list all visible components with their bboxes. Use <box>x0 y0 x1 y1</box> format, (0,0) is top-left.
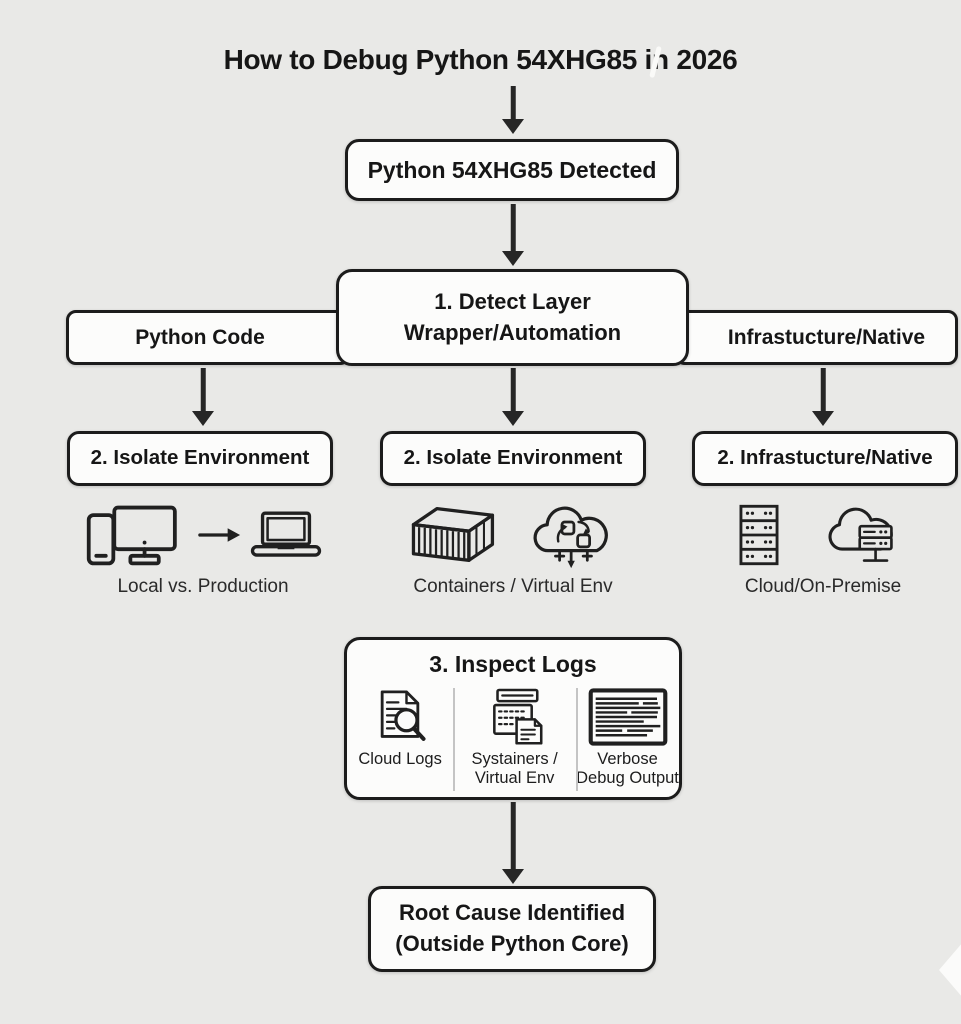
caption-cloud-onpremise: Cloud/On-Premise <box>744 576 902 597</box>
node-detected-label: Python 54XHG85 Detected <box>367 156 657 183</box>
inspect-logs-title: 3. Inspect Logs <box>429 651 597 677</box>
icon-group-local-vs-production <box>86 500 322 570</box>
cloud-sync-icon <box>525 497 621 571</box>
node-root-cause-line1: Root Cause Identified <box>398 900 626 926</box>
container-icon <box>405 500 499 568</box>
node-infrastructure-native-step2-label: 2. Infrastucture/Native <box>717 446 933 470</box>
node-python-code-label: Python Code <box>135 325 265 349</box>
phone-monitor-icon <box>84 503 190 567</box>
server-rack-icon <box>734 503 784 567</box>
icon-group-containers-virtualenv <box>398 498 628 570</box>
node-isolate-env-mid-label: 2. Isolate Environment <box>403 446 623 470</box>
node-detect-layer-line1: 1. Detect Layer <box>434 288 591 314</box>
node-detect-layer: 1. Detect Layer Wrapper/Automation <box>336 269 689 366</box>
inspect-col-systainers: Systainers / Virtual Env <box>453 684 576 797</box>
inspect-col1-caption: Cloud Logs <box>358 750 442 769</box>
inspect-col-cloud-logs: Cloud Logs <box>347 684 453 797</box>
node-inspect-logs: 3. Inspect Logs Cloud Logs <box>344 637 682 800</box>
node-python-code: Python Code <box>66 310 350 365</box>
caption-local-vs-production: Local vs. Production <box>117 576 289 597</box>
inspect-logs-columns: Cloud Logs Systainers / Virtual Env <box>347 684 679 797</box>
node-infrastructure-native-label: Infrastucture/Native <box>727 325 926 349</box>
node-infrastructure-native-step2: 2. Infrastucture/Native <box>692 431 958 486</box>
inspect-col3-caption-line1: Verbose <box>597 750 658 769</box>
page-title: How to Debug Python 54XHG85 in 2026 <box>223 44 738 75</box>
node-isolate-env-left: 2. Isolate Environment <box>67 431 333 486</box>
cloud-server-icon <box>818 498 912 572</box>
arrow-down-detected-to-detect-layer <box>501 204 525 266</box>
node-root-cause-line2: (Outside Python Core) <box>395 931 629 956</box>
node-isolate-env-left-label: 2. Isolate Environment <box>90 446 310 470</box>
node-isolate-env-mid: 2. Isolate Environment <box>380 431 646 486</box>
laptop-icon <box>250 510 322 560</box>
inspect-col2-caption-line2: Virtual Env <box>474 769 555 788</box>
node-root-cause: Root Cause Identified (Outside Python Co… <box>368 886 656 972</box>
arrow-down-title-to-detected <box>501 86 525 134</box>
inspect-col-verbose-debug: Verbose Debug Output <box>576 684 679 797</box>
arrow-down-mid-branch <box>501 368 525 426</box>
node-infrastructure-native: Infrastucture/Native <box>675 310 958 365</box>
arrow-right-icon <box>198 524 242 546</box>
arrow-down-left-branch <box>191 368 215 426</box>
arrow-down-right-branch <box>811 368 835 426</box>
column-divider <box>453 688 456 791</box>
caption-containers-virtualenv: Containers / Virtual Env <box>413 576 613 597</box>
inspect-col2-caption-line1: Systainers / <box>471 750 558 769</box>
corner-chevron-artifact <box>939 942 961 998</box>
node-detected: Python 54XHG85 Detected <box>345 139 679 201</box>
document-search-icon <box>370 684 430 750</box>
node-detect-layer-line2: Wrapper/Automation <box>403 319 622 345</box>
inspect-col3-caption-line2: Debug Output <box>576 769 679 788</box>
column-divider <box>576 688 579 791</box>
log-window-icon <box>585 684 671 750</box>
form-note-icon <box>484 684 546 750</box>
arrow-down-inspect-to-root <box>501 802 525 884</box>
icon-group-cloud-onpremise <box>733 500 913 570</box>
